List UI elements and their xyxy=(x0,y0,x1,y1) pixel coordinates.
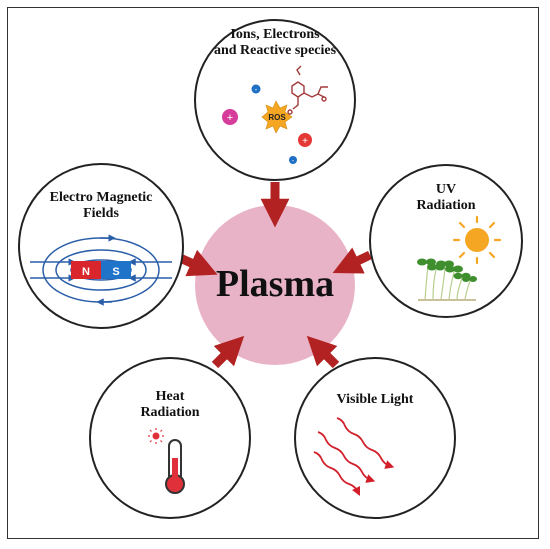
arrow-from-uv xyxy=(332,247,372,274)
arrow-from-visible xyxy=(306,335,340,369)
heat-label-line2: Radiation xyxy=(140,405,200,421)
emf-label-line1: Electro Magnetic xyxy=(49,190,153,205)
arrow-from-emf xyxy=(178,249,218,277)
uv-label: UV Radiation xyxy=(396,182,496,214)
ions-circle xyxy=(194,19,356,181)
svg-text:+: + xyxy=(227,112,233,124)
heat-label: Heat Radiation xyxy=(120,389,220,421)
svg-text:-: - xyxy=(255,85,258,94)
thermometer-icon xyxy=(148,428,185,494)
magnet-north-label: N xyxy=(82,266,90,278)
heat-label-line1: Heat xyxy=(155,389,185,404)
uv-label-line2: Radiation xyxy=(416,198,476,214)
electron-icon xyxy=(289,156,297,164)
heat-sun-icon xyxy=(152,432,160,440)
uv-label-line1: UV xyxy=(435,182,457,197)
svg-text:-: - xyxy=(292,158,295,165)
emf-circle xyxy=(18,163,184,329)
ros-star-icon xyxy=(261,100,293,134)
visible-circle xyxy=(294,357,456,519)
magnet-icon xyxy=(30,234,172,306)
ros-label: ROS xyxy=(268,113,286,122)
magnet-south-pole xyxy=(101,261,131,279)
ions-label: Ions, Electrons and Reactive species xyxy=(195,27,355,59)
figure-frame xyxy=(7,7,539,539)
emf-label: Electro Magnetic Fields xyxy=(21,190,181,222)
plasma-title: Plasma xyxy=(215,263,335,305)
svg-text:+: + xyxy=(302,136,308,147)
arrow-from-heat xyxy=(211,335,245,369)
visible-label: Visible Light xyxy=(315,392,435,408)
ions-label-line1: Ions, Electrons xyxy=(230,27,320,42)
ions-icons: + - + - xyxy=(222,65,328,165)
magnet-north-pole xyxy=(71,261,101,279)
plasma-circle xyxy=(195,205,355,365)
sun-icon xyxy=(452,215,502,265)
visible-label-line1: Visible Light xyxy=(336,392,414,407)
electron-icon xyxy=(251,84,261,94)
ions-label-line2: and Reactive species xyxy=(213,43,337,59)
positive-ion-icon xyxy=(222,109,238,125)
plant-icon xyxy=(417,258,477,301)
heat-circle xyxy=(89,357,251,519)
wavy-light-icon xyxy=(313,417,395,497)
emf-label-line2: Fields xyxy=(83,206,119,222)
positive-ion-icon xyxy=(298,133,312,147)
uv-circle xyxy=(369,164,523,318)
magnet-south-label: S xyxy=(112,266,119,278)
arrows xyxy=(178,182,372,369)
ros-molecule-icon xyxy=(287,65,328,115)
